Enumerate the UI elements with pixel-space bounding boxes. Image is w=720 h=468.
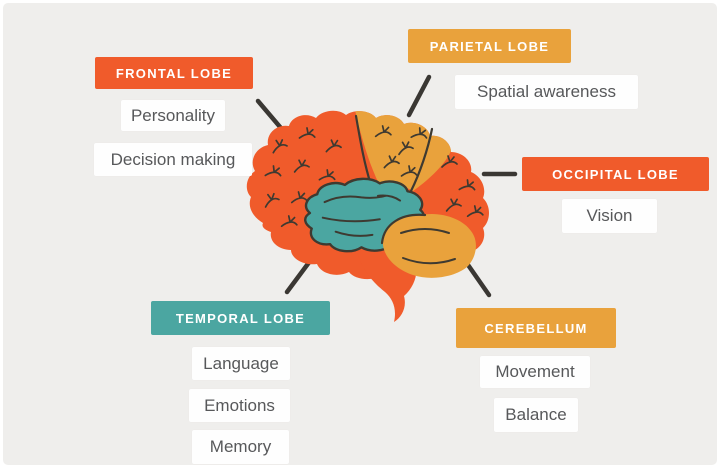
- function-chip-spatial-awareness: Spatial awareness: [455, 75, 638, 109]
- occipital-lobe-label: OCCIPITAL LOBE: [522, 157, 709, 191]
- function-chip-emotions: Emotions: [189, 389, 290, 422]
- function-chip-balance: Balance: [494, 398, 578, 432]
- function-chip-vision: Vision: [562, 199, 657, 233]
- function-chip-language: Language: [192, 347, 290, 380]
- connector-line-parietal: [406, 74, 432, 118]
- cerebellum-label: CEREBELLUM: [456, 308, 616, 348]
- parietal-lobe-label: PARIETAL LOBE: [408, 29, 571, 63]
- function-chip-personality: Personality: [121, 100, 225, 131]
- function-chip-decision-making: Decision making: [94, 143, 252, 176]
- function-chip-memory: Memory: [192, 430, 289, 464]
- brain-illustration: [246, 74, 518, 322]
- frontal-lobe-label: FRONTAL LOBE: [95, 57, 253, 89]
- cerebellum-shape: [380, 213, 476, 278]
- brain-shape: [246, 110, 489, 322]
- temporal-lobe-label: TEMPORAL LOBE: [151, 301, 330, 335]
- connector-line-cerebellum: [463, 259, 492, 298]
- function-chip-movement: Movement: [480, 356, 590, 388]
